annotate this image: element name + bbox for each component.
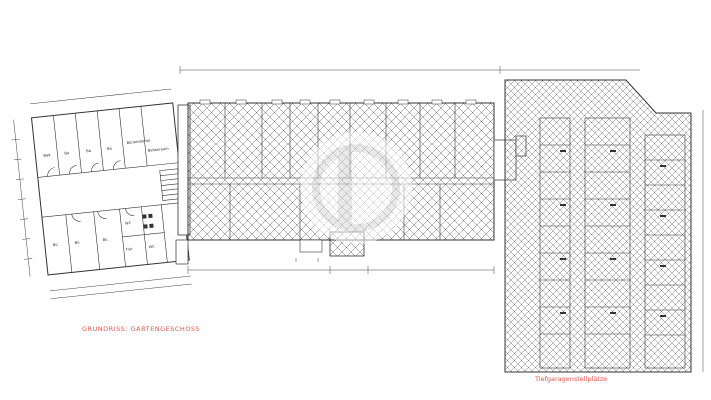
logo-watermark: [300, 132, 412, 244]
connector: [175, 104, 191, 265]
svg-text:Nebenraum: Nebenraum: [147, 147, 169, 153]
svg-text:Bü: Bü: [53, 243, 58, 247]
svg-text:WC: WC: [148, 245, 155, 250]
svg-text:Ba: Ba: [64, 151, 69, 155]
left-wing: Bad Ba Ba Bü Büromaterial Nebenraum Bü B…: [11, 88, 192, 300]
parking-garage: [504, 79, 704, 373]
svg-text:Bü: Bü: [102, 238, 107, 242]
svg-text:Bü: Bü: [107, 147, 112, 151]
floor-title: GRUNDRISS: GARTENGESCHOSS: [82, 325, 200, 333]
bottom-dimension-line: [187, 258, 495, 274]
svg-text:Ba: Ba: [86, 149, 91, 153]
svg-text:Bad: Bad: [43, 153, 50, 158]
svg-text:Büromaterial: Büromaterial: [126, 139, 150, 145]
svg-text:WC: WC: [125, 221, 132, 226]
svg-text:Bü: Bü: [75, 240, 80, 244]
svg-text:Flur: Flur: [126, 247, 134, 252]
top-dimension-line: [179, 66, 640, 74]
parking-title: Tiefgaragenstellplätze: [534, 375, 607, 383]
